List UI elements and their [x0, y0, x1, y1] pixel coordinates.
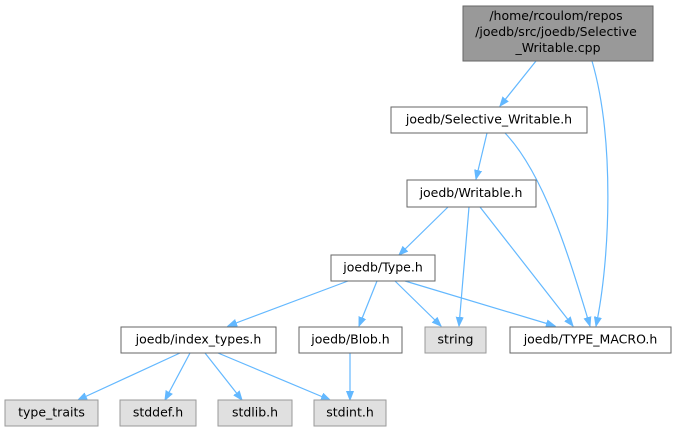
- node-type-traits[interactable]: type_traits: [4, 399, 99, 427]
- edges: [78, 60, 609, 401]
- node-stdint-h[interactable]: stdint.h: [313, 399, 387, 427]
- type-macro-h-label: joedb/TYPE_MACRO.h: [523, 332, 658, 347]
- stdlib-h-label: stdlib.h: [232, 405, 278, 420]
- edge-type-to-string: [394, 280, 441, 326]
- edge-index-types-to-stddef: [165, 352, 191, 400]
- type-traits-label: type_traits: [18, 405, 85, 420]
- root-line-3: _Writable.cpp: [514, 40, 600, 55]
- edge-root-to-selective-writable: [500, 60, 537, 106]
- nodes: /home/rcoulom/repos /joedb/src/joedb/Sel…: [4, 5, 672, 427]
- node-stddef-h[interactable]: stddef.h: [119, 399, 197, 427]
- stddef-h-label: stddef.h: [133, 405, 183, 420]
- edge-type-to-blob: [358, 280, 378, 326]
- node-stdlib-h[interactable]: stdlib.h: [217, 399, 293, 427]
- edge-index-types-to-stdint: [217, 352, 330, 401]
- edge-selective-writable-to-writable: [476, 132, 488, 179]
- node-type-h[interactable]: joedb/Type.h: [330, 254, 436, 282]
- stdint-h-label: stdint.h: [326, 405, 374, 420]
- root-line-1: /home/rcoulom/repos: [489, 8, 622, 23]
- type-h-label: joedb/Type.h: [342, 260, 423, 275]
- svg-text:/home/rcoulom/repos /j: /home/rcoulom/repos /joedb/src/joedb/Sel…: [475, 8, 641, 55]
- writable-h-label: joedb/Writable.h: [419, 185, 523, 200]
- root-line-2: /joedb/src/joedb/Selective: [475, 24, 637, 39]
- selective-writable-h-label: joedb/Selective_Writable.h: [405, 112, 572, 127]
- index-types-h-label: joedb/index_types.h: [135, 332, 262, 347]
- node-string[interactable]: string: [424, 326, 487, 354]
- edge-index-types-to-stdlib: [204, 352, 242, 400]
- edge-writable-to-type-macro: [479, 206, 573, 326]
- edge-root-to-type-macro: [591, 60, 609, 326]
- edge-index-types-to-type-traits: [78, 352, 181, 400]
- edge-type-to-index-types: [228, 280, 349, 326]
- node-type-macro-h[interactable]: joedb/TYPE_MACRO.h: [509, 326, 672, 354]
- edge-writable-to-type: [399, 206, 449, 255]
- node-root-source-file[interactable]: /home/rcoulom/repos /joedb/src/joedb/Sel…: [462, 5, 654, 62]
- edge-writable-to-string: [459, 206, 470, 326]
- string-label: string: [438, 332, 474, 347]
- edge-type-to-type-macro: [404, 280, 555, 326]
- node-selective-writable-h[interactable]: joedb/Selective_Writable.h: [390, 106, 588, 134]
- node-writable-h[interactable]: joedb/Writable.h: [406, 179, 537, 208]
- node-index-types-h[interactable]: joedb/index_types.h: [120, 326, 277, 354]
- node-blob-h[interactable]: joedb/Blob.h: [298, 326, 403, 354]
- edge-selective-writable-to-type-macro: [504, 132, 590, 326]
- blob-h-label: joedb/Blob.h: [310, 332, 389, 347]
